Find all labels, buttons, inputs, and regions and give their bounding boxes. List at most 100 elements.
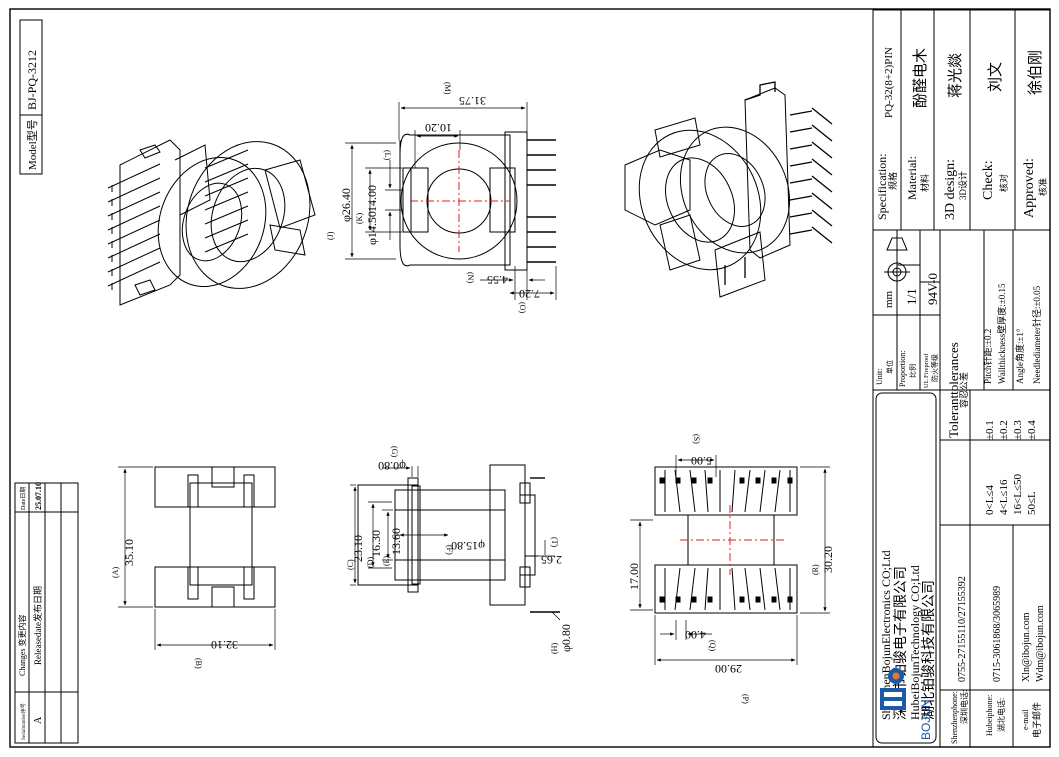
- approved-value: 徐伯刚: [1027, 50, 1044, 95]
- tolerance-tol-1: ±0.2: [998, 420, 1010, 440]
- dim-m-ref: (M): [443, 82, 452, 95]
- tolerance-title-cn: 容忍公差: [958, 372, 969, 408]
- tolerance-title: Toleranttolerances: [946, 342, 961, 438]
- dim-b-value: 32.10: [211, 638, 238, 652]
- check-value: 刘文: [987, 62, 1004, 92]
- dim-j-ref: (J): [326, 231, 335, 240]
- spec-sub: 规格: [887, 172, 898, 190]
- tolerance-range-1: 4<L≤16: [998, 479, 1010, 515]
- mail-2: Wdm@ibojun.com: [1035, 605, 1046, 682]
- proportion-label: Proportion:: [898, 351, 907, 387]
- dim-r-ref: (R): [811, 564, 820, 575]
- dim-l-ref: (L): [383, 150, 392, 161]
- dim-f-ref: (F): [445, 545, 454, 555]
- dim-t-ref: (T): [550, 537, 559, 548]
- spec-value: PQ-32(8+2)PIN: [883, 47, 895, 118]
- dim-p-ref: (P): [741, 694, 750, 704]
- dim-m-value: 31.75: [459, 94, 486, 108]
- approved-label: Approved:: [1022, 158, 1037, 218]
- dim-j-value: φ26.40: [339, 188, 353, 222]
- check-sub: 核对: [998, 174, 1009, 192]
- tolerance-wall: Wallthickness壁厚度:±0.15: [996, 283, 1007, 384]
- dim-17-value: 17.00: [627, 563, 641, 590]
- revision-row-serial: A: [33, 716, 44, 724]
- model-label: Model型号: [25, 119, 39, 170]
- fireproof-label: UL Fireproof: [923, 353, 930, 388]
- dim-e-value: 13.60: [389, 528, 403, 555]
- dim-q-value: 4.00: [685, 628, 706, 642]
- hb-phone-label-cn: 湖北电话:: [996, 698, 1006, 732]
- isometric-view-left: [107, 139, 316, 306]
- company-cn-2: 湖北铂骏科技有限公司: [921, 580, 937, 720]
- company-en-2: HubeiBojunTechnology CO;Ltd: [908, 565, 922, 720]
- model-value: BJ-PQ-3212: [25, 50, 39, 110]
- bottom-view: (S) 5.00 (R) 30.20 17.00 (Q) 4.00 (P) 29…: [627, 434, 835, 704]
- material-value: 酚醛电木: [912, 48, 929, 108]
- design-sub: 3D设计: [957, 171, 968, 200]
- unit-sub: 单位: [885, 360, 894, 374]
- material-sub: 材料: [919, 174, 930, 192]
- dim-s-value: 5.00: [691, 454, 712, 468]
- design-label: 3D design:: [943, 159, 958, 220]
- isometric-view-right: [624, 81, 833, 298]
- unit-label: Unit:: [875, 369, 884, 385]
- dim-c-ref: (C): [346, 559, 355, 570]
- dim-f-value: φ15.80: [451, 539, 485, 553]
- tolerance-tol-2: ±0.3: [1012, 420, 1024, 440]
- proportion-sub: 比例: [908, 364, 917, 378]
- tolerance-needle: Needlediameter针径:±0.05: [1031, 285, 1042, 384]
- tolerance-pitch: Pitch针距:±0.2: [982, 329, 993, 384]
- sz-phone-label-cn: 深圳电话:: [959, 690, 969, 724]
- material-label: Material:: [905, 156, 919, 200]
- tolerance-tol-3: ±0.4: [1026, 420, 1038, 440]
- tolerance-angle: Angle角度:±1°: [1014, 328, 1025, 384]
- spec-label: Specification:: [875, 153, 889, 220]
- revision-header-changes: Changes 变更内容: [17, 614, 27, 676]
- tolerance-range-2: 16<L≤50: [1012, 474, 1024, 515]
- top-view: (M) 31.75 (L) 10.20 (J) φ26.40 14.00 (K)…: [326, 82, 557, 313]
- unit-value: mm: [883, 290, 895, 308]
- dim-i-value: 14.00: [365, 185, 379, 212]
- design-value: 蒋光燚: [947, 53, 964, 98]
- sz-phone-value: 0755-27155110/27155392: [957, 576, 968, 682]
- dim-n-value: 4.55: [487, 273, 508, 287]
- dim-p-value: 29.00: [715, 662, 742, 676]
- dim-g-ref: (G): [390, 446, 399, 457]
- revision-header-serial: Serialnumber序号: [20, 703, 27, 740]
- tolerance-tol-0: ±0.1: [984, 420, 996, 440]
- dim-a-ref: (A): [111, 567, 120, 578]
- dim-b-ref: (B): [194, 658, 203, 669]
- title-block: Specification: 规格 PQ-32(8+2)PIN Material…: [872, 9, 1051, 748]
- dim-e-ref: (E): [382, 555, 391, 566]
- side-view-left: (A) 35.10 (B) 32.10: [111, 466, 276, 669]
- dim-o-ref: (O): [518, 302, 527, 313]
- dim-g-value: φ0.80: [378, 459, 406, 473]
- dim-t-value: 2.65: [541, 553, 562, 567]
- model-box: Model型号 BJ-PQ-3212: [19, 19, 43, 175]
- tolerance-table: 0<L≤4 4<L≤16 16<L≤50 50≤L ±0.1 ±0.2 ±0.3…: [984, 420, 1038, 515]
- mail-label: e-mail: [1021, 709, 1030, 730]
- mail-1: Xln@ibojun.com: [1021, 612, 1032, 682]
- tolerance-range-0: 0<L≤4: [984, 485, 996, 515]
- hb-phone-value: 0715-3061868/3065989: [992, 586, 1003, 682]
- dim-a-value: 35.10: [122, 539, 136, 566]
- revision-row-changes: Releasedate发布日期: [32, 586, 43, 665]
- dim-k-ref: (K): [355, 213, 364, 224]
- dim-o-value: 7.20: [519, 287, 540, 301]
- revision-header-date: Date日期: [19, 487, 27, 510]
- dim-h-value: φ0.80: [559, 624, 573, 652]
- proportion-value: 1/1: [904, 288, 919, 305]
- dim-q-ref: (Q): [708, 640, 717, 651]
- hb-phone-label: Hubeiphone:: [985, 695, 994, 736]
- revision-table: Serialnumber序号 Changes 变更内容 Date日期 A Rel…: [14, 482, 79, 744]
- projection-symbol-icon: [884, 237, 910, 285]
- bojun-logo: BOJUN: [880, 668, 933, 740]
- tolerance-range-3: 50≤L: [1026, 491, 1038, 515]
- dim-d-ref: (D): [366, 557, 375, 568]
- sz-phone-label: Shenzhenphone:: [950, 691, 959, 744]
- dim-h-ref: (H): [550, 643, 559, 654]
- section-view: (G) φ0.80 (C) 23.10 (D) 16.30 (E) 13.60 …: [346, 446, 573, 654]
- fireproof-value: 94V-0: [925, 273, 940, 305]
- fireproof-sub: 防火等级: [930, 354, 939, 382]
